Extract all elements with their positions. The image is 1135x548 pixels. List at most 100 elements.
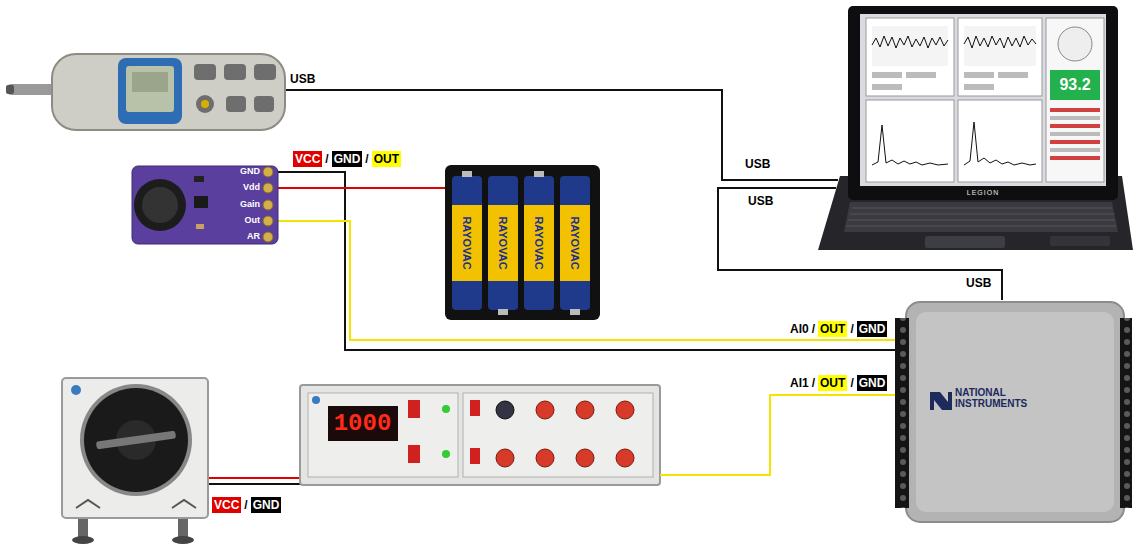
- battery-brand: RAYOVAC: [533, 216, 545, 269]
- level-readout: 93.2: [1050, 70, 1100, 100]
- function-generator-part: [496, 401, 514, 419]
- signal-wire: [718, 188, 1002, 300]
- function-generator-part: [470, 400, 480, 416]
- loudspeaker-part: [78, 516, 88, 538]
- battery-brand: RAYOVAC: [569, 216, 581, 269]
- laptop-part: [872, 26, 948, 66]
- microphone-module-board-part: [263, 167, 273, 177]
- daq-device-part: [1120, 318, 1132, 508]
- battery-holder-part: [488, 176, 518, 310]
- daq-device-part: [906, 302, 1124, 522]
- signal-label: /: [365, 151, 368, 167]
- laptop-part: [866, 100, 954, 182]
- function-generator-part: [442, 450, 450, 458]
- daq-device-part: [895, 318, 909, 508]
- function-generator-part: [408, 400, 420, 418]
- daq-device-part: [930, 392, 952, 410]
- pin-label: Vdd: [210, 182, 260, 193]
- sound-level-meter-part: [194, 64, 216, 80]
- battery-holder-part: [488, 205, 518, 281]
- laptop-part: [958, 18, 1042, 96]
- signal-label: VCC: [212, 497, 241, 513]
- microphone-module-board-part: [142, 187, 178, 223]
- laptop: [818, 6, 1133, 250]
- signal-label-group: VCC/GND/OUT: [293, 151, 401, 167]
- signal-label: GND: [332, 151, 363, 167]
- function-generator-part: [536, 401, 554, 419]
- function-generator-part: [576, 401, 594, 419]
- microphone-module-board-part: [196, 224, 204, 229]
- laptop-part: [866, 18, 954, 96]
- function-generator-part: [308, 393, 458, 477]
- function-generator: [300, 385, 660, 485]
- laptop-part: [958, 100, 1042, 182]
- signal-label: OUT: [818, 375, 847, 391]
- battery-holder-part: [452, 205, 482, 281]
- microphone-module-board-part: [263, 183, 273, 193]
- function-generator-part: [576, 449, 594, 467]
- battery-holder-part: [534, 171, 544, 177]
- signal-label: /: [325, 151, 328, 167]
- loudspeaker-part: [71, 385, 81, 395]
- sound-level-meter-part: [254, 96, 274, 112]
- signal-label-group: USB: [745, 156, 770, 172]
- signal-label: /: [850, 375, 853, 391]
- signal-wire: [280, 221, 895, 340]
- laptop-part: [1050, 140, 1100, 144]
- signal-label: USB: [745, 156, 770, 172]
- microphone-module-board-part: [194, 196, 208, 208]
- battery-holder-part: [524, 205, 554, 281]
- daq-device-part: [895, 318, 909, 508]
- daq-device-part: [1120, 318, 1132, 508]
- daq-device: NATIONAL INSTRUMENTS: [895, 300, 1133, 525]
- sound-level-meter-part: [226, 96, 246, 112]
- laptop-part: [844, 202, 1118, 232]
- wires-part: [208, 483, 300, 485]
- laptop-part: [964, 122, 1036, 165]
- battery-holder-part: [560, 205, 590, 281]
- laptop-part: [1050, 116, 1100, 120]
- laptop-part: [1050, 156, 1100, 160]
- loudspeaker-part: [76, 500, 196, 508]
- microphone-module: GNDVddGainOutAR: [130, 165, 280, 245]
- daq-device-part: [916, 312, 1114, 512]
- microphone-module-board-part: [134, 179, 186, 231]
- loudspeaker-part: [96, 430, 176, 449]
- signal-label: USB: [290, 71, 315, 87]
- function-generator: 1000: [300, 385, 660, 485]
- loudspeaker: [62, 378, 208, 544]
- function-generator-part: [616, 449, 634, 467]
- laptop: 93.2LEGION: [836, 8, 1133, 252]
- battery-holder-part: [560, 176, 590, 310]
- laptop-part: [1050, 132, 1100, 136]
- laptop-part: [860, 14, 1106, 186]
- sound-level-meter-part: [254, 64, 276, 80]
- signal-label-group: AI0/OUT/GND: [790, 321, 887, 337]
- laptop-part: [872, 72, 902, 78]
- laptop-part: [1050, 70, 1100, 100]
- signal-label: OUT: [818, 321, 847, 337]
- loudspeaker-part: [80, 384, 192, 496]
- laptop-part: [906, 72, 936, 78]
- function-generator-part: [470, 448, 480, 464]
- laptop-part: [846, 208, 1116, 226]
- function-generator-part: [442, 405, 450, 413]
- laptop-part: [998, 72, 1028, 78]
- signal-label-group: VCC/GND: [212, 497, 281, 513]
- laptop-part: [872, 84, 902, 90]
- loudspeaker-part: [84, 388, 188, 492]
- laptop-part: [964, 26, 1036, 66]
- microphone-module-board-part: [263, 200, 273, 210]
- microphone-module-board-part: [132, 166, 278, 244]
- signal-label: GND: [251, 497, 282, 513]
- signal-label: OUT: [372, 151, 401, 167]
- sound-level-meter-part: [52, 54, 285, 130]
- battery-holder: RAYOVACRAYOVACRAYOVACRAYOVAC: [445, 165, 600, 320]
- microphone-module-board-part: [263, 216, 273, 226]
- microphone-module-board-part: [263, 232, 273, 242]
